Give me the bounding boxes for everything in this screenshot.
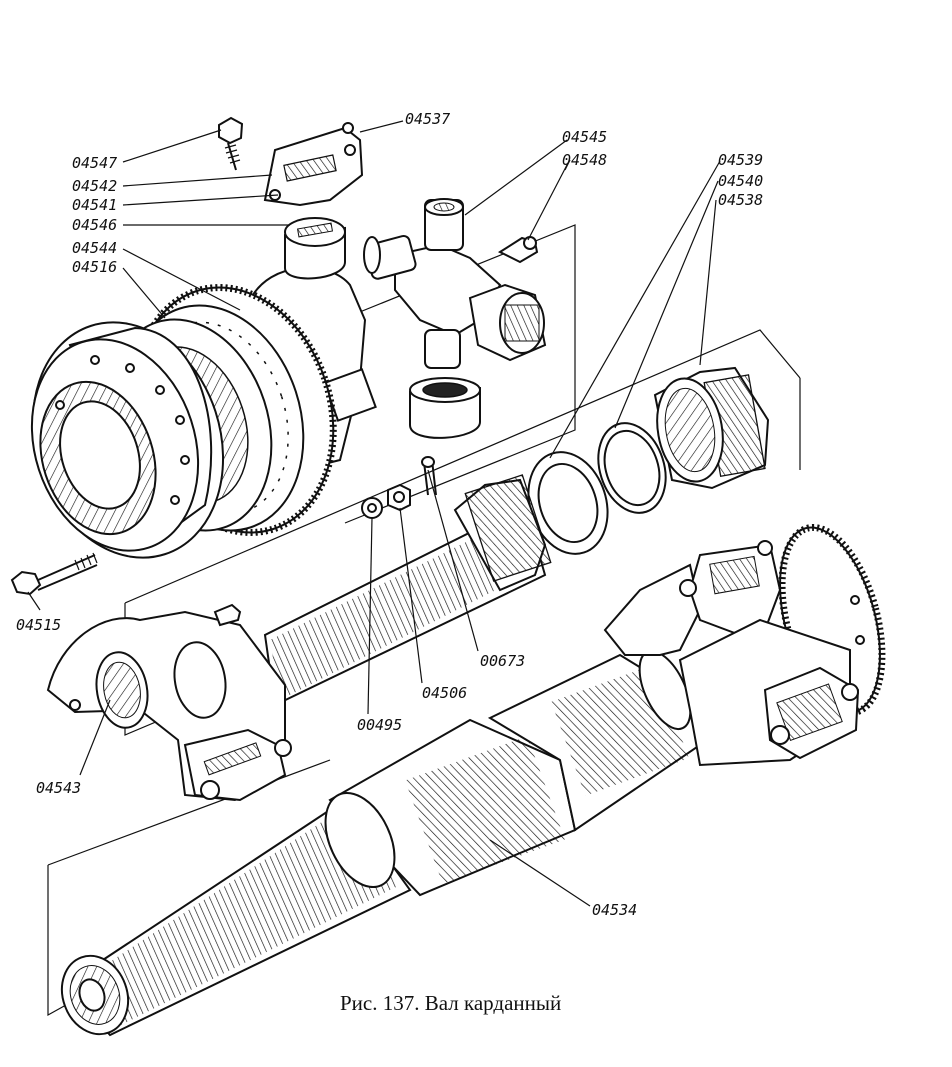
front-shaft: [263, 456, 552, 707]
label-04506: 04506: [422, 684, 467, 702]
label-04546: 04546: [72, 216, 117, 234]
label-04537: 04537: [405, 110, 450, 128]
label-04540: 04540: [718, 172, 763, 190]
figure-caption: Рис. 137. Вал карданный: [340, 991, 561, 1015]
rear-shaft: [60, 650, 702, 1037]
flange-bolt: [10, 552, 98, 596]
label-04534: 04534: [592, 901, 637, 919]
front-yoke: [46, 603, 292, 802]
label-04515: 04515: [16, 616, 61, 634]
leader-lines: [27, 120, 721, 907]
flange-assembly: [30, 266, 377, 559]
label-04539: 04539: [718, 151, 763, 169]
label-04544: 04544: [72, 239, 117, 257]
label-00495: 00495: [357, 716, 402, 734]
bearing-cap-assembly: [218, 116, 364, 280]
label-04541: 04541: [72, 196, 117, 214]
label-00673: 00673: [480, 652, 525, 670]
part-labels: 04537 04545 04548 04539 04540 04538 0454…: [16, 110, 763, 919]
label-04543: 04543: [36, 779, 81, 797]
label-04516: 04516: [72, 258, 117, 276]
label-04547: 04547: [72, 154, 117, 172]
universal-joint-cross: [363, 198, 547, 439]
seal-rings: [527, 366, 770, 555]
rear-yoke-flange: [603, 524, 886, 767]
label-04548: 04548: [562, 151, 607, 169]
label-04538: 04538: [718, 191, 763, 209]
label-04545: 04545: [562, 128, 607, 146]
label-04542: 04542: [72, 177, 117, 195]
